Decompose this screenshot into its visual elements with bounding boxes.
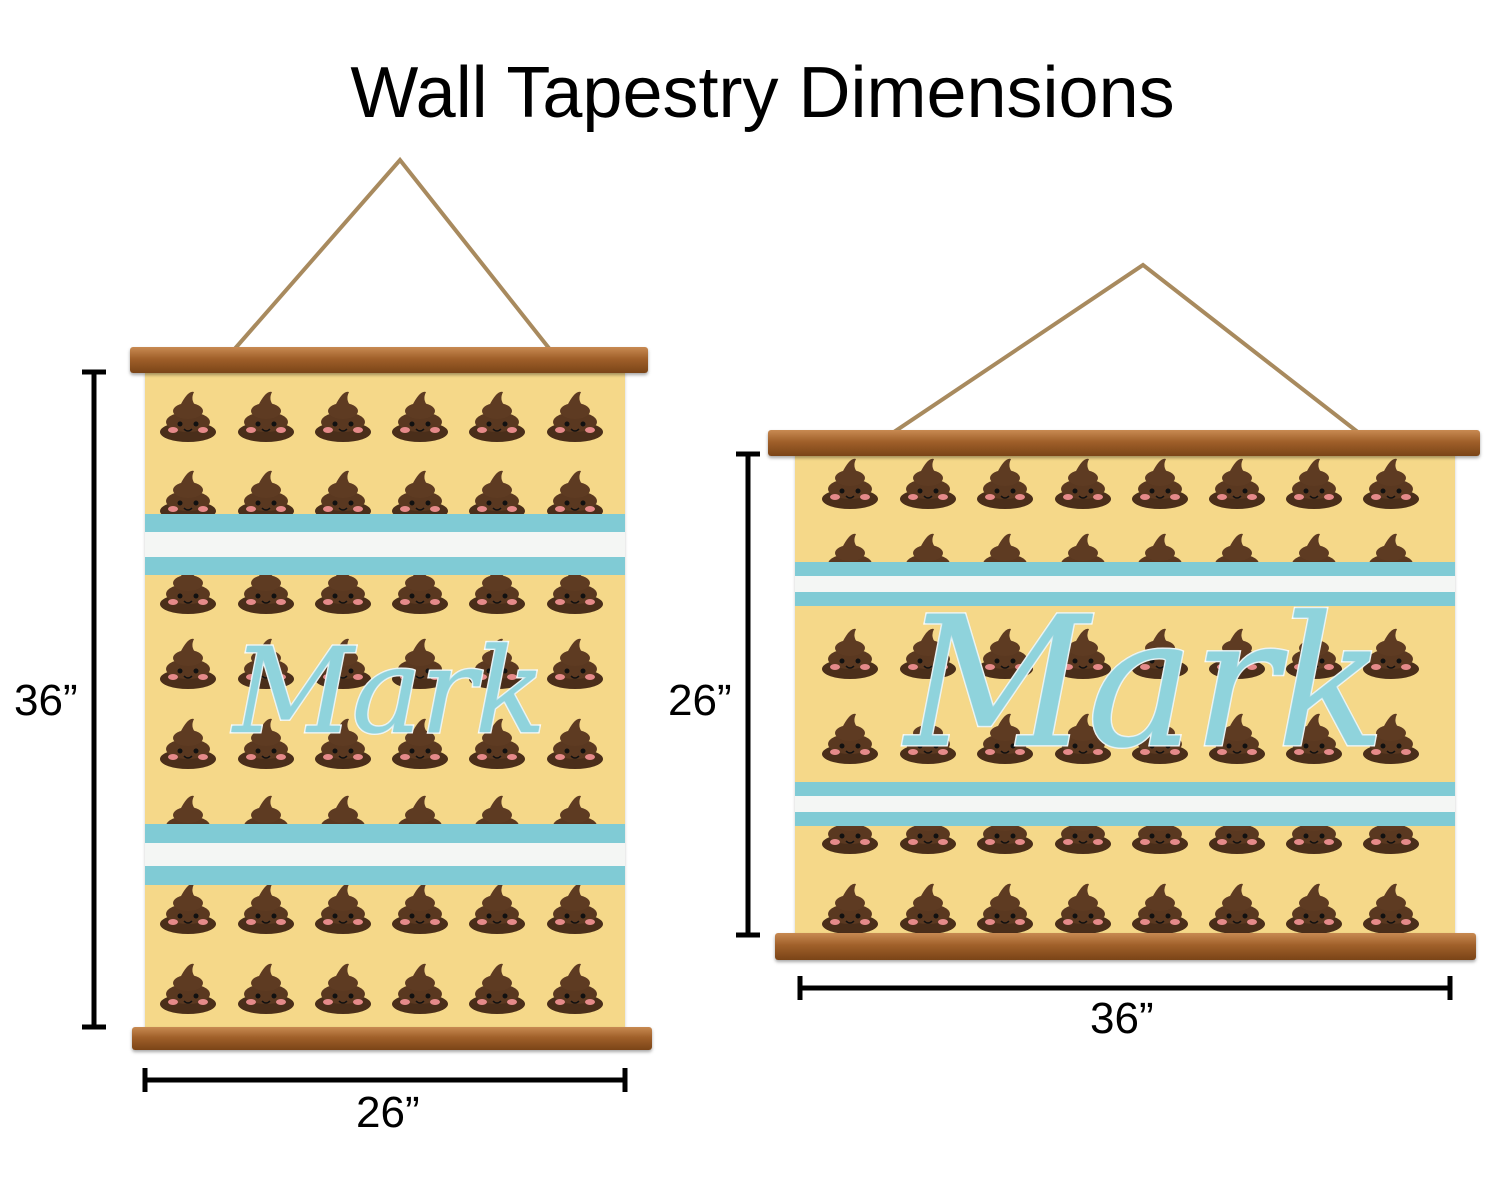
- stripe: [145, 557, 625, 575]
- poop-emoji-icon: [1286, 883, 1342, 934]
- poop-emoji-icon: [160, 883, 216, 934]
- poop-emoji-icon: [1286, 458, 1342, 509]
- poop-pattern: [160, 391, 603, 1014]
- poop-emoji-icon: [1055, 628, 1111, 679]
- poop-emoji-icon: [822, 713, 878, 764]
- poop-emoji-icon: [160, 391, 216, 442]
- dimension-height-landscape: [736, 451, 760, 938]
- height-label: 26”: [668, 676, 732, 725]
- poop-emoji-icon: [160, 718, 216, 769]
- stripe: [795, 796, 1455, 812]
- poop-emoji-icon: [315, 718, 371, 769]
- dimension-width-landscape: [797, 976, 1453, 1000]
- stripe: [795, 812, 1455, 826]
- poop-emoji-icon: [1132, 883, 1188, 934]
- poop-emoji-icon: [977, 458, 1033, 509]
- poop-emoji-icon: [315, 638, 371, 689]
- poop-emoji-icon: [1209, 628, 1265, 679]
- hanging-rope-right: [880, 262, 1370, 442]
- stripe: [145, 824, 625, 843]
- personalized-name: Mark: [231, 621, 547, 762]
- poop-emoji-icon: [238, 638, 294, 689]
- poop-emoji-icon: [1209, 883, 1265, 934]
- width-label: 36”: [1090, 994, 1154, 1043]
- landscape-tapestry-fabric: Mark: [795, 454, 1455, 935]
- poop-emoji-icon: [392, 883, 448, 934]
- poop-emoji-icon: [977, 713, 1033, 764]
- poop-emoji-icon: [1363, 713, 1419, 764]
- poop-emoji-icon: [469, 638, 525, 689]
- poop-emoji-icon: [315, 391, 371, 442]
- poop-emoji-icon: [1209, 713, 1265, 764]
- poop-emoji-icon: [469, 963, 525, 1014]
- stripe: [795, 576, 1455, 592]
- poop-emoji-icon: [547, 883, 603, 934]
- poop-emoji-icon: [547, 718, 603, 769]
- stripe: [795, 782, 1455, 796]
- dimension-width-portrait: [142, 1068, 628, 1092]
- top-wooden-dowel: [130, 347, 648, 373]
- poop-emoji-icon: [1286, 713, 1342, 764]
- poop-emoji-icon: [1363, 883, 1419, 934]
- poop-emoji-icon: [469, 718, 525, 769]
- bottom-wooden-dowel: [132, 1027, 652, 1050]
- poop-emoji-icon: [1209, 458, 1265, 509]
- poop-emoji-icon: [1055, 458, 1111, 509]
- poop-emoji-icon: [547, 391, 603, 442]
- poop-emoji-icon: [1132, 713, 1188, 764]
- poop-emoji-icon: [392, 470, 448, 521]
- page-title: Wall Tapestry Dimensions: [350, 53, 1175, 133]
- poop-emoji-icon: [392, 391, 448, 442]
- poop-emoji-icon: [315, 963, 371, 1014]
- poop-emoji-icon: [900, 883, 956, 934]
- poop-emoji-icon: [547, 963, 603, 1014]
- poop-emoji-icon: [1055, 713, 1111, 764]
- poop-emoji-icon: [238, 718, 294, 769]
- poop-emoji-icon: [238, 963, 294, 1014]
- stripe: [795, 592, 1455, 606]
- stripe: [145, 843, 625, 866]
- stripe: [145, 532, 625, 557]
- poop-emoji-icon: [1363, 628, 1419, 679]
- poop-emoji-icon: [1286, 628, 1342, 679]
- poop-emoji-icon: [547, 638, 603, 689]
- poop-emoji-icon: [238, 391, 294, 442]
- poop-emoji-icon: [469, 883, 525, 934]
- poop-emoji-icon: [315, 563, 371, 614]
- personalized-name: Mark: [904, 578, 1388, 790]
- hanging-rope-left: [230, 156, 554, 354]
- width-label: 26”: [356, 1088, 420, 1137]
- stripe: [795, 562, 1455, 576]
- poop-emoji-icon: [315, 470, 371, 521]
- poop-emoji-icon: [160, 638, 216, 689]
- poop-emoji-icon: [392, 718, 448, 769]
- poop-emoji-icon: [822, 458, 878, 509]
- stripe: [145, 514, 625, 532]
- poop-emoji-icon: [238, 883, 294, 934]
- poop-emoji-icon: [900, 458, 956, 509]
- poop-pattern: [822, 458, 1419, 934]
- poop-emoji-icon: [160, 963, 216, 1014]
- poop-emoji-icon: [822, 883, 878, 934]
- poop-emoji-icon: [822, 628, 878, 679]
- dimension-height-portrait: [82, 369, 106, 1030]
- poop-emoji-icon: [392, 963, 448, 1014]
- bottom-wooden-dowel: [775, 933, 1476, 960]
- poop-emoji-icon: [1132, 628, 1188, 679]
- portrait-tapestry-fabric: Mark: [145, 372, 625, 1030]
- poop-emoji-icon: [1055, 883, 1111, 934]
- poop-emoji-icon: [392, 638, 448, 689]
- height-label: 36”: [14, 676, 78, 725]
- poop-emoji-icon: [900, 628, 956, 679]
- stripe: [145, 866, 625, 885]
- poop-emoji-icon: [1363, 458, 1419, 509]
- poop-emoji-icon: [1132, 458, 1188, 509]
- top-wooden-dowel: [768, 430, 1480, 456]
- poop-emoji-icon: [977, 883, 1033, 934]
- poop-emoji-icon: [315, 883, 371, 934]
- poop-emoji-icon: [900, 713, 956, 764]
- poop-emoji-icon: [469, 391, 525, 442]
- poop-emoji-icon: [977, 628, 1033, 679]
